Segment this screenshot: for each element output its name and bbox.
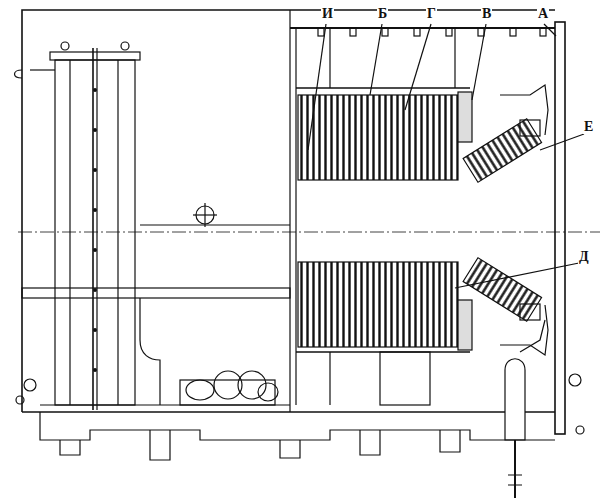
callout-letter: А	[537, 7, 549, 21]
callout-letter: В	[481, 7, 492, 21]
callout-letter: Б	[377, 7, 388, 21]
callout-letter: И	[321, 7, 334, 21]
callout-letter: Г	[426, 7, 437, 21]
callout-letter: Е	[583, 120, 594, 134]
callout-letter: Д	[578, 250, 590, 264]
